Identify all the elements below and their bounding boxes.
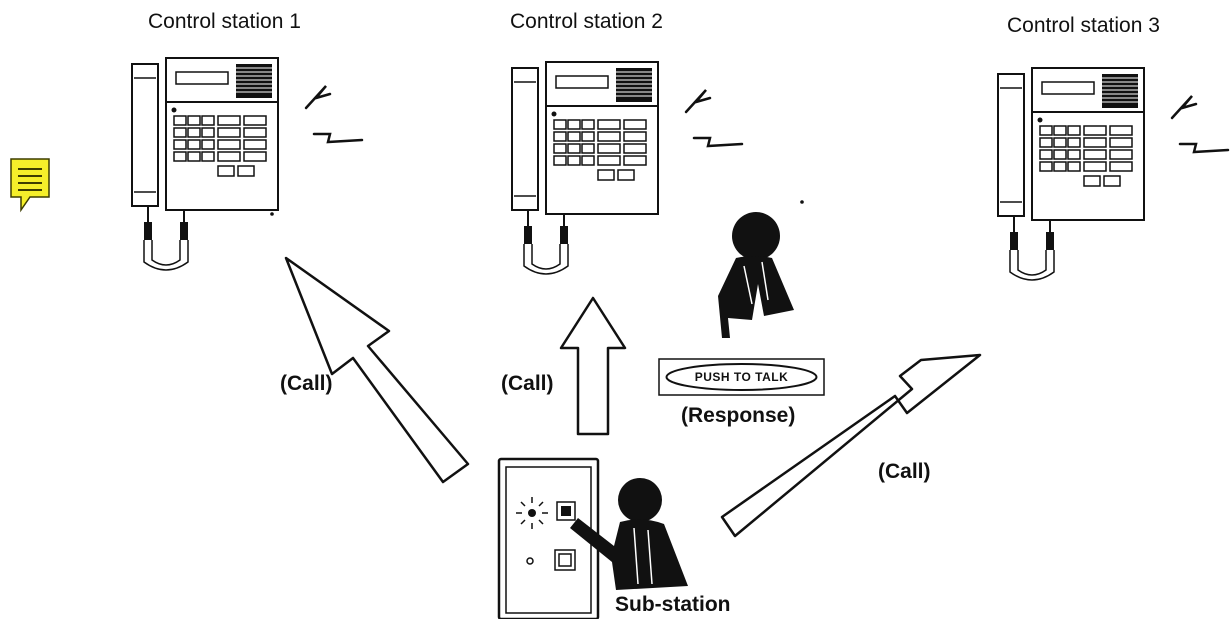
push-to-talk-text: PUSH TO TALK (695, 370, 789, 384)
sub-station-panel (497, 457, 600, 619)
control-station-2-label: Control station 2 (510, 10, 663, 33)
call-arrow-2 (559, 296, 627, 436)
response-label: (Response) (681, 404, 796, 427)
sub-station-person-figure (570, 478, 688, 590)
call-label-1: (Call) (280, 372, 333, 395)
control-station-1-phone (130, 56, 364, 272)
push-to-talk-button: PUSH TO TALK (658, 358, 825, 396)
control-station-1-label: Control station 1 (148, 10, 301, 33)
sub-station-label: Sub-station (615, 593, 731, 616)
control-station-3-phone (996, 66, 1230, 282)
call-arrow-3 (720, 353, 982, 538)
responding-person-figure (718, 212, 794, 338)
call-arrow-1 (284, 256, 470, 484)
call-label-2: (Call) (501, 372, 554, 395)
sticky-note-icon[interactable] (10, 158, 50, 214)
control-station-2-phone (510, 60, 744, 276)
control-station-3-label: Control station 3 (1007, 14, 1160, 37)
call-label-3: (Call) (878, 460, 931, 483)
